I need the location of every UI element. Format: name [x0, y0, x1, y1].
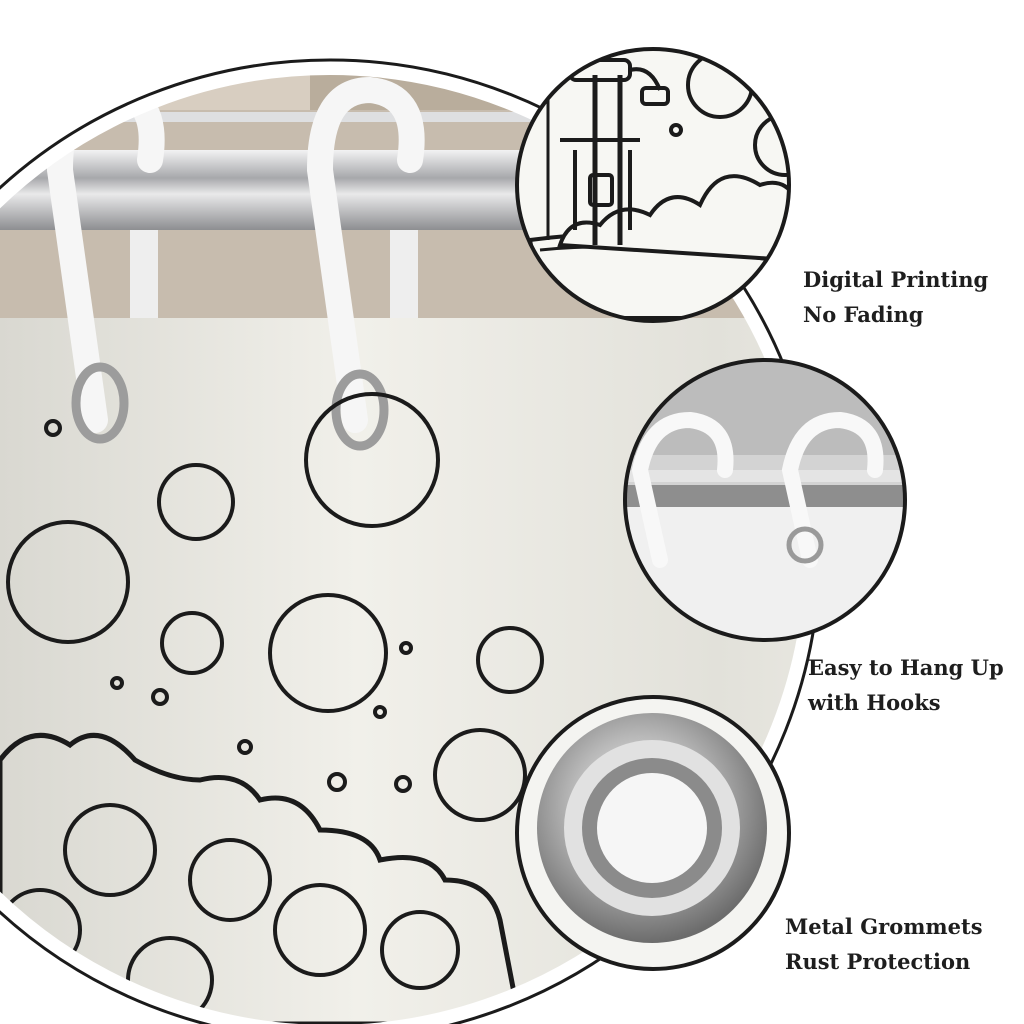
- bubble-print: [0, 392, 544, 1024]
- feature-subtitle: with Hooks: [808, 690, 941, 715]
- feature-title: Metal Grommets: [785, 914, 983, 939]
- feature-digital-printing: Digital Printing No Fading: [803, 262, 988, 332]
- feature-subtitle: No Fading: [803, 302, 924, 327]
- feature-easy-hang: Easy to Hang Up with Hooks: [808, 650, 1004, 720]
- feature-title: Digital Printing: [803, 267, 989, 292]
- feature-metal-grommets: Metal Grommets Rust Protection: [785, 909, 983, 979]
- curtain-grommet: [331, 369, 389, 451]
- curtain-grommet: [71, 362, 129, 444]
- metal-grommet-photo: [537, 713, 767, 943]
- feature-title: Easy to Hang Up: [808, 655, 1004, 680]
- feature-subtitle: Rust Protection: [785, 949, 971, 974]
- shower-hooks-photo: [625, 360, 905, 640]
- curtain-hook: [306, 76, 425, 433]
